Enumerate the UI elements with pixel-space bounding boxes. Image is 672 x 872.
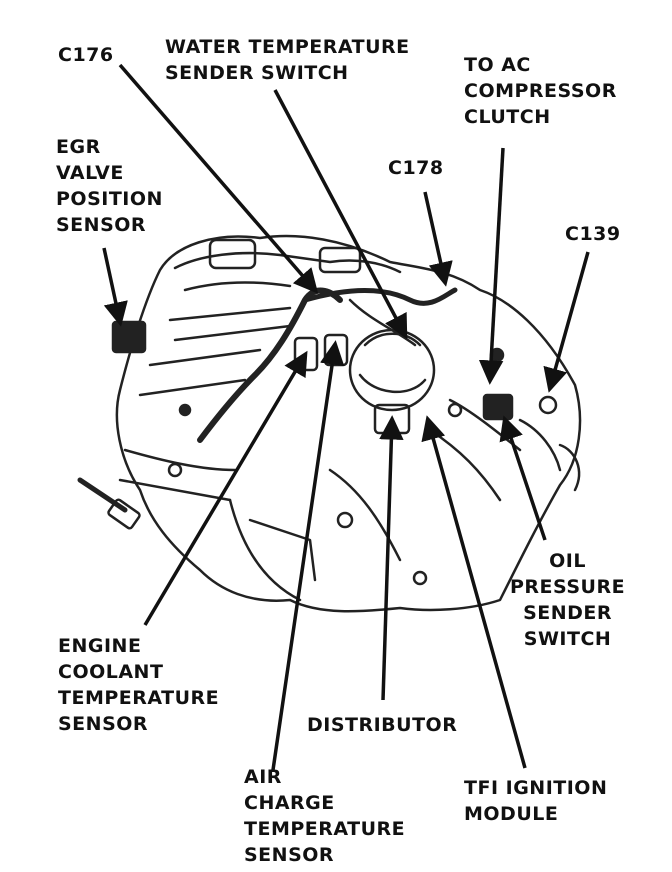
label-air-charge-temperature-sensor: AIR CHARGE TEMPERATURE SENSOR xyxy=(244,766,406,866)
leader-egr xyxy=(102,247,128,327)
leader-ac-clutch xyxy=(478,147,505,385)
leader-lines xyxy=(102,63,590,771)
leader-c178 xyxy=(423,191,453,287)
leader-distributor xyxy=(379,415,404,701)
leader-c139 xyxy=(543,251,590,393)
leader-tfi xyxy=(421,415,527,769)
label-c178: C178 xyxy=(388,157,444,179)
leader-water-temp xyxy=(273,89,408,340)
leader-engine-coolant xyxy=(143,350,308,626)
label-oil-pressure-sender-switch: OIL PRESSURE SENDER SWITCH xyxy=(510,550,626,650)
label-egr-valve-position-sensor: EGR VALVE POSITION SENSOR xyxy=(56,136,163,236)
leader-air-charge xyxy=(271,340,345,771)
label-engine-coolant-temperature-sensor: ENGINE COOLANT TEMPERATURE SENSOR xyxy=(58,635,220,735)
label-distributor: DISTRIBUTOR xyxy=(307,714,458,736)
label-tfi-ignition-module: TFI IGNITION MODULE xyxy=(464,777,608,825)
leader-c176 xyxy=(118,63,319,294)
label-c139: C139 xyxy=(565,223,621,245)
label-to-ac-compressor-clutch: TO AC COMPRESSOR CLUTCH xyxy=(464,54,617,128)
label-c176: C176 xyxy=(58,44,114,66)
leader-oil-pressure xyxy=(499,415,547,541)
label-water-temperature-sender-switch: WATER TEMPERATURE SENDER SWITCH xyxy=(165,36,410,84)
